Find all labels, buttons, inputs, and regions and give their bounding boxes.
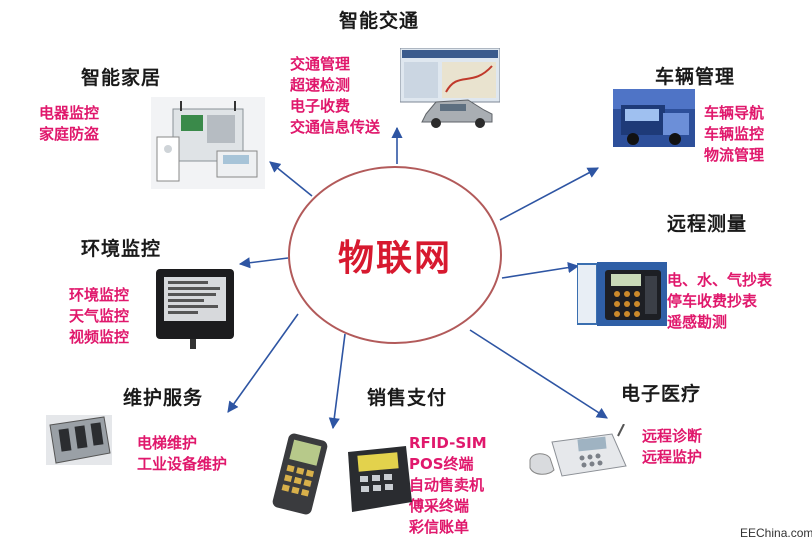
item: 视频监控 bbox=[69, 328, 130, 346]
arrow-vehicle bbox=[499, 167, 599, 221]
category-title-maintenance: 维护服务 bbox=[123, 387, 204, 409]
item: 车辆监控 bbox=[704, 125, 765, 143]
item: 交通管理 bbox=[290, 55, 351, 73]
category-title-smart-home: 智能家居 bbox=[81, 67, 162, 89]
category-title-medical: 电子医疗 bbox=[621, 383, 702, 405]
arrow-smart-home bbox=[269, 161, 313, 197]
category-items-payment: RFID-SIM POS终端 自动售卖机 傅采终端 彩信账单 bbox=[409, 433, 487, 538]
arrow-payment bbox=[328, 333, 346, 430]
arrow-environment bbox=[238, 257, 289, 269]
control-panel-photo-icon bbox=[151, 97, 265, 189]
category-title-remote-measure: 远程测量 bbox=[667, 213, 748, 235]
category-title-environment: 环境监控 bbox=[81, 238, 162, 260]
industrial-module-photo-icon bbox=[46, 415, 112, 465]
arrow-maintenance bbox=[227, 313, 299, 413]
category-title-payment: 销售支付 bbox=[367, 387, 448, 409]
item: 工业设备维护 bbox=[137, 455, 228, 473]
meter-cabinet-photo-icon bbox=[577, 262, 667, 326]
item: 物流管理 bbox=[704, 146, 765, 164]
hub-circle: 物联网 bbox=[288, 166, 502, 344]
item: RFID-SIM bbox=[409, 434, 487, 452]
item: 遥感勘测 bbox=[667, 313, 728, 331]
item: 环境监控 bbox=[69, 286, 130, 304]
category-items-environment: 环境监控 天气监控 视频监控 bbox=[69, 285, 129, 348]
pos-terminal-photo-icon bbox=[272, 433, 412, 515]
item: 超速检测 bbox=[290, 76, 351, 94]
item: 远程诊断 bbox=[642, 427, 703, 445]
item: 电、水、气抄表 bbox=[667, 271, 773, 289]
item: 天气监控 bbox=[69, 307, 130, 325]
item: 家庭防盗 bbox=[39, 125, 100, 143]
arrow-remote-measure bbox=[501, 262, 580, 279]
hub-label: 物联网 bbox=[337, 238, 452, 279]
telephone-photo-icon bbox=[529, 424, 627, 477]
item: 远程监护 bbox=[642, 448, 703, 466]
truck-photo-icon bbox=[613, 89, 695, 147]
item: 电器监控 bbox=[39, 104, 100, 122]
car-and-map-photo-icon bbox=[400, 48, 500, 128]
item: POS终端 bbox=[409, 455, 474, 473]
item: 交通信息传送 bbox=[290, 118, 381, 136]
category-items-smart-home: 电器监控 家庭防盗 bbox=[39, 103, 99, 145]
item: 彩信账单 bbox=[409, 518, 470, 536]
arrow-medical bbox=[469, 329, 608, 419]
item: 自动售卖机 bbox=[409, 476, 485, 494]
category-items-smart-traffic: 交通管理 超速检测 电子收费 交通信息传送 bbox=[290, 54, 380, 138]
watermark: EEChina.com bbox=[740, 526, 812, 540]
item: 电子收费 bbox=[290, 97, 351, 115]
item: 车辆导航 bbox=[704, 104, 765, 122]
sensor-device-photo-icon bbox=[156, 269, 234, 349]
category-items-vehicle: 车辆导航 车辆监控 物流管理 bbox=[704, 103, 764, 166]
category-title-smart-traffic: 智能交通 bbox=[339, 10, 420, 32]
item: 傅采终端 bbox=[409, 497, 470, 515]
category-title-vehicle: 车辆管理 bbox=[655, 66, 736, 88]
item: 停车收费抄表 bbox=[667, 292, 758, 310]
category-items-remote-measure: 电、水、气抄表 停车收费抄表 遥感勘测 bbox=[667, 270, 772, 333]
category-items-maintenance: 电梯维护 工业设备维护 bbox=[137, 433, 227, 475]
item: 电梯维护 bbox=[137, 434, 198, 452]
category-items-medical: 远程诊断 远程监护 bbox=[642, 426, 702, 468]
